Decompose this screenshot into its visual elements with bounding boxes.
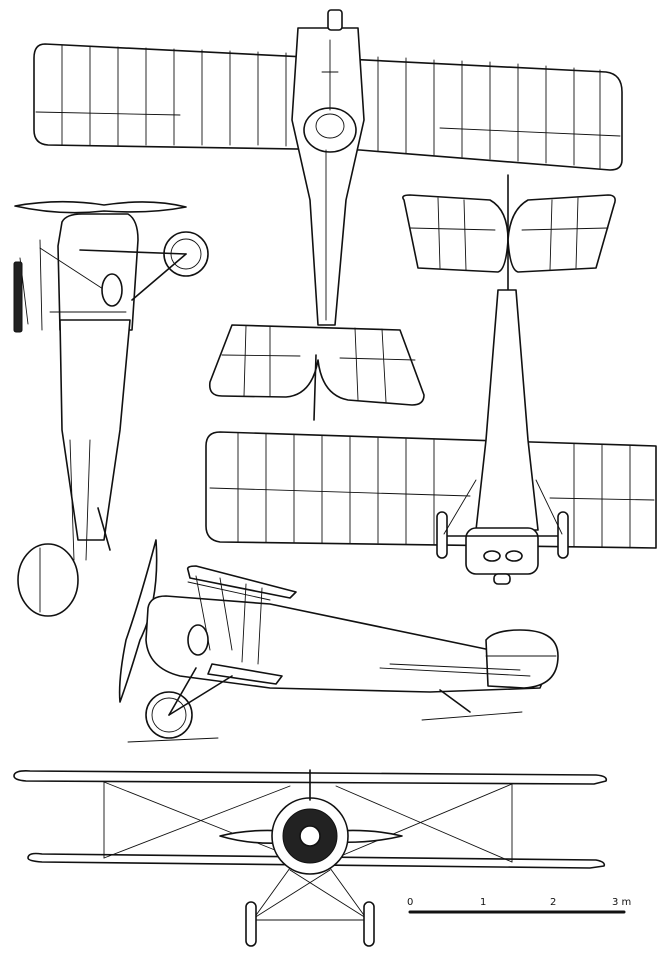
side-ground-line-rear bbox=[421, 711, 523, 721]
side-upper-wing bbox=[186, 565, 297, 599]
head-wheel-right bbox=[363, 901, 375, 947]
side-view bbox=[118, 539, 559, 743]
head-engine-hub bbox=[299, 825, 321, 847]
head-wheel-left bbox=[245, 901, 257, 947]
plan-cockpit bbox=[303, 107, 357, 153]
underside-tailplane bbox=[402, 194, 509, 273]
side-fin-rudder bbox=[485, 629, 559, 689]
side-leg-b bbox=[168, 675, 233, 716]
plan-cockpit-rim bbox=[315, 113, 345, 139]
underside-cowl bbox=[465, 527, 539, 575]
front-upper-fuselage bbox=[57, 213, 139, 331]
side-panel bbox=[187, 624, 209, 656]
side-tailskid bbox=[439, 689, 471, 713]
underside-wheel-left bbox=[436, 511, 448, 559]
front-body bbox=[59, 319, 131, 541]
plan-tailplane bbox=[208, 324, 425, 406]
scale-tick-2: 2 bbox=[550, 897, 556, 908]
side-tailplane-b bbox=[389, 663, 521, 671]
side-leg-a bbox=[168, 667, 197, 716]
head-interplane-struts bbox=[103, 781, 513, 863]
front-propeller bbox=[14, 200, 187, 214]
plan-headrest bbox=[327, 9, 343, 31]
front-axle bbox=[131, 253, 187, 301]
front-machine-gun bbox=[13, 261, 23, 333]
front-view-of-fuselage bbox=[13, 200, 209, 617]
side-lower-wing bbox=[207, 663, 283, 685]
underside-lower-wing bbox=[205, 431, 657, 549]
scale-tick-0: 0 bbox=[407, 897, 413, 908]
plan-tail-ribs bbox=[221, 325, 416, 403]
underside-strut-a bbox=[443, 479, 477, 535]
side-fuselage bbox=[145, 595, 549, 693]
plan-wing-ribs bbox=[35, 44, 621, 169]
underside-tail-ribs bbox=[409, 197, 609, 271]
front-axle-b bbox=[79, 249, 187, 255]
front-skid bbox=[97, 507, 111, 551]
side-tailplane bbox=[379, 667, 531, 677]
side-wheel-hub bbox=[151, 697, 187, 733]
underside-wing-ribs bbox=[209, 432, 655, 549]
plan-fuselage bbox=[291, 27, 365, 326]
scale-tick-3: 3 m bbox=[612, 897, 631, 908]
underside-wheel-right bbox=[557, 511, 569, 559]
underside-fuselage bbox=[475, 289, 539, 531]
side-cabane-struts bbox=[187, 575, 271, 665]
front-panel bbox=[101, 273, 123, 307]
head-on-view bbox=[13, 769, 608, 947]
underside-view bbox=[205, 174, 657, 585]
underside-vent-a bbox=[483, 550, 501, 562]
underside-vent-b bbox=[505, 550, 523, 562]
side-ground-line-front bbox=[127, 737, 219, 743]
plan-view bbox=[33, 9, 623, 421]
underside-spinner bbox=[493, 573, 511, 585]
plan-tailskid bbox=[313, 354, 317, 421]
underside-tailplane-right bbox=[507, 194, 616, 273]
front-tail bbox=[17, 543, 79, 617]
scale-tick-1: 1 bbox=[480, 897, 486, 908]
scale-bar: 0 1 2 3 m bbox=[407, 897, 631, 914]
head-undercarriage bbox=[253, 867, 367, 921]
underside-strut-b bbox=[535, 479, 563, 535]
